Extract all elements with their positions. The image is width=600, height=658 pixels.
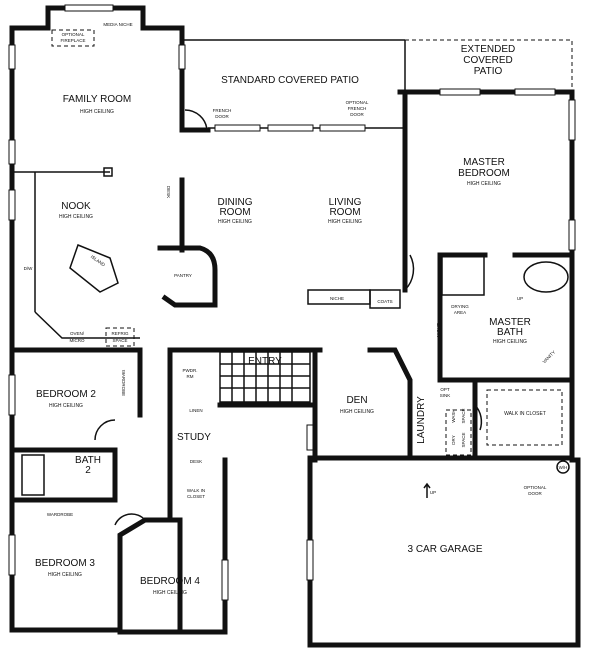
kitchen-island: [69, 244, 119, 293]
optional-french-door-label: DOOR: [350, 112, 364, 117]
french-door-label: FRENCH: [213, 108, 232, 113]
desk-label: DESK: [166, 186, 171, 198]
living-room-note: HIGH CEILING: [328, 219, 362, 225]
master-bath-label: MASTER: [489, 317, 531, 328]
walls: [9, 5, 581, 648]
family-room-label: FAMILY ROOM: [63, 94, 132, 105]
den-label: DEN: [346, 395, 367, 406]
up-label: UP: [517, 296, 523, 301]
bedroom3-label: BEDROOM 3: [35, 558, 95, 569]
closet-label: CLOSET: [187, 494, 205, 499]
master-bath-note: HIGH CEILING: [493, 339, 527, 345]
bedroom4-note: HIGH CEILING: [153, 590, 187, 596]
wardrobe-label: WARDROBE: [47, 512, 73, 517]
extended-patio-label: EXTENDED: [461, 44, 515, 55]
entry-tile-floor: [219, 351, 311, 403]
garage-label: 3 CAR GARAGE: [407, 544, 482, 555]
opt-sink-label: SINK: [440, 393, 451, 398]
nook-label: NOOK: [61, 201, 91, 212]
living-room-label: LIVING: [329, 197, 362, 208]
bath2-tub: [21, 454, 45, 496]
master-bedroom-note: HIGH CEILING: [467, 181, 501, 187]
oven-label: MICRO: [70, 338, 85, 343]
master-bath-label: BATH: [497, 327, 523, 338]
niche-label: NICHE: [436, 323, 441, 337]
doors[interactable]: [94, 109, 483, 526]
pantry-label: PANTRY: [174, 273, 192, 278]
family-room-note: HIGH CEILING: [80, 109, 114, 115]
opt-sink-label: OPT: [440, 387, 450, 392]
powder-room-label: PWDR.: [183, 368, 198, 373]
closet-label: WALK IN: [187, 488, 205, 493]
bedroom4-label: BEDROOM 4: [140, 576, 200, 587]
up-label: UP: [430, 490, 436, 495]
dryer-label: SPACE: [461, 433, 466, 448]
laundry-label: LAUNDRY: [416, 396, 427, 444]
bath2-label: 2: [85, 465, 91, 476]
washer-label: WASH: [451, 409, 456, 422]
refrig-label: REFRIG: [111, 331, 129, 336]
refrig-space: [105, 327, 135, 347]
closet-shelf: [486, 389, 563, 446]
optional-fireplace: [51, 29, 95, 47]
media-niche-label: MEDIA NICHE: [103, 22, 132, 27]
bedroom2-note: HIGH CEILING: [49, 403, 83, 409]
drying-area-label: AREA: [454, 310, 466, 315]
dining-room-label: DINING: [218, 197, 253, 208]
wardrobe-label: WARDROBE: [121, 370, 126, 396]
washer-dryer-space: [445, 409, 472, 456]
dining-room-label: ROOM: [219, 207, 250, 218]
bath2-label: BATH: [75, 455, 101, 466]
refrig-label: SPACE: [113, 338, 128, 343]
bedroom3-note: HIGH CEILING: [48, 572, 82, 578]
living-room-label: ROOM: [329, 207, 360, 218]
dining-room-note: HIGH CEILING: [218, 219, 252, 225]
fireplace-label: FIREPLACE: [60, 38, 85, 43]
optional-french-door-label: OPTIONAL: [346, 100, 369, 105]
bathtub: [523, 261, 569, 293]
water-heater-label: W/H: [559, 465, 568, 470]
optional-door-label: OPTIONAL: [524, 485, 547, 490]
up-arrow-icon: [423, 482, 431, 498]
powder-room-label: RM: [187, 374, 194, 379]
linen-label: LINEN: [189, 408, 202, 413]
master-bedroom-label: BEDROOM: [458, 168, 510, 179]
shower: [441, 254, 485, 296]
oven-label: OVEN/: [70, 331, 85, 336]
bedroom2-label: BEDROOM 2: [36, 389, 96, 400]
water-heater: [556, 460, 570, 474]
walk-in-closet-label: WALK IN CLOSET: [504, 411, 546, 417]
vanity-label: VANITY: [542, 350, 557, 365]
washer-label: SPACE: [461, 409, 466, 424]
dryer-label: DRY: [451, 435, 456, 444]
fireplace-label: OPTIONAL: [62, 32, 85, 37]
windows: [8, 4, 576, 601]
master-bedroom-label: MASTER: [463, 157, 505, 168]
den-note: HIGH CEILING: [340, 409, 374, 415]
dishwasher-label: D/W: [24, 266, 34, 271]
drying-area-label: DRYING: [451, 304, 469, 309]
patio-label: STANDARD COVERED PATIO: [221, 75, 359, 86]
extended-patio-label: COVERED: [463, 55, 512, 66]
optional-french-door-label: FRENCH: [348, 106, 367, 111]
coats-label: COATS: [377, 299, 392, 304]
desk-label: DESK: [190, 459, 202, 464]
study-label: STUDY: [177, 432, 211, 443]
optional-door-label: DOOR: [528, 491, 542, 496]
extended-patio-label: PATIO: [474, 66, 503, 77]
entry-label: ENTRY: [248, 356, 282, 367]
french-door-label: DOOR: [215, 114, 229, 119]
nook-note: HIGH CEILING: [59, 214, 93, 220]
niche-label: NICHE: [330, 296, 344, 301]
